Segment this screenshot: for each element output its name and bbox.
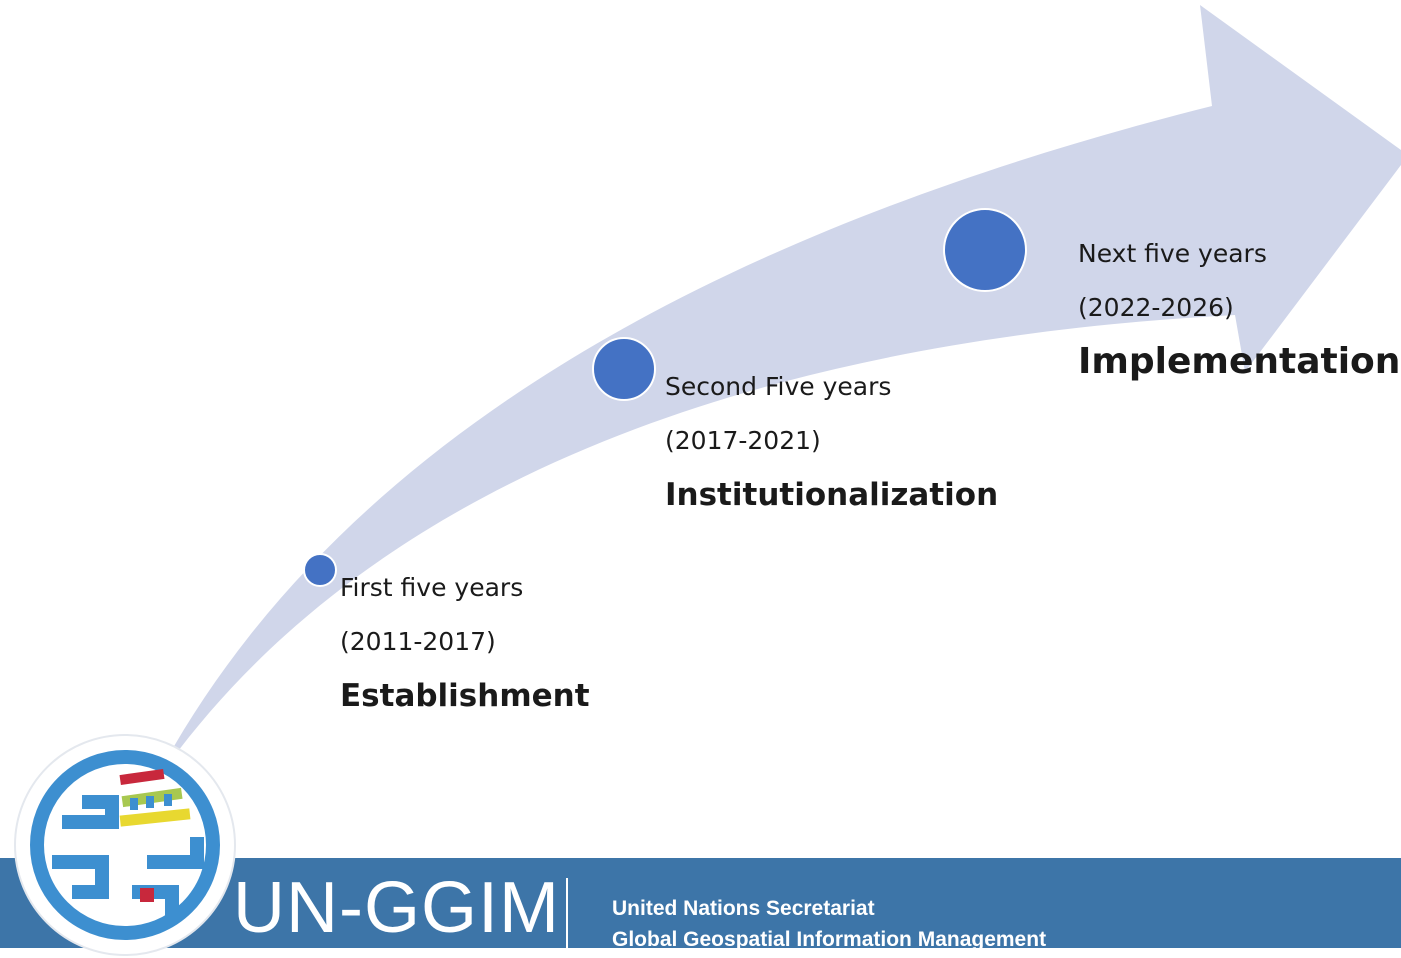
stage-phase: Implementation: [1078, 341, 1401, 382]
stage-label-second: Second Five years (2017-2021) Institutio…: [665, 360, 998, 522]
stage-years: (2011-2017): [340, 627, 496, 656]
stage-years: (2017-2021): [665, 426, 821, 455]
stage-label-first: First five years (2011-2017) Establishme…: [340, 561, 590, 723]
stage-period: First five years: [340, 573, 524, 602]
org-acronym: UN-GGIM: [233, 868, 560, 948]
stage-phase: Establishment: [340, 678, 590, 714]
stage-label-next: Next five years (2022-2026) Implementati…: [1078, 227, 1400, 389]
milestone-dot-2: [592, 337, 656, 401]
growth-arrow: [150, 5, 1401, 790]
milestone-dot-3: [943, 208, 1027, 292]
stage-period: Second Five years: [665, 372, 892, 401]
footer-banner: [0, 858, 1401, 948]
milestone-dot-1: [303, 553, 337, 587]
un-ggim-logo-icon: [14, 734, 236, 956]
banner-divider: [566, 878, 568, 948]
stage-period: Next five years: [1078, 239, 1267, 268]
org-full-name: United Nations Secretariat Global Geospa…: [612, 893, 1046, 955]
stage-years: (2022-2026): [1078, 293, 1234, 322]
org-line-1: United Nations Secretariat: [612, 897, 875, 920]
stage-phase: Institutionalization: [665, 477, 999, 513]
org-line-2: Global Geospatial Information Management: [612, 928, 1047, 951]
